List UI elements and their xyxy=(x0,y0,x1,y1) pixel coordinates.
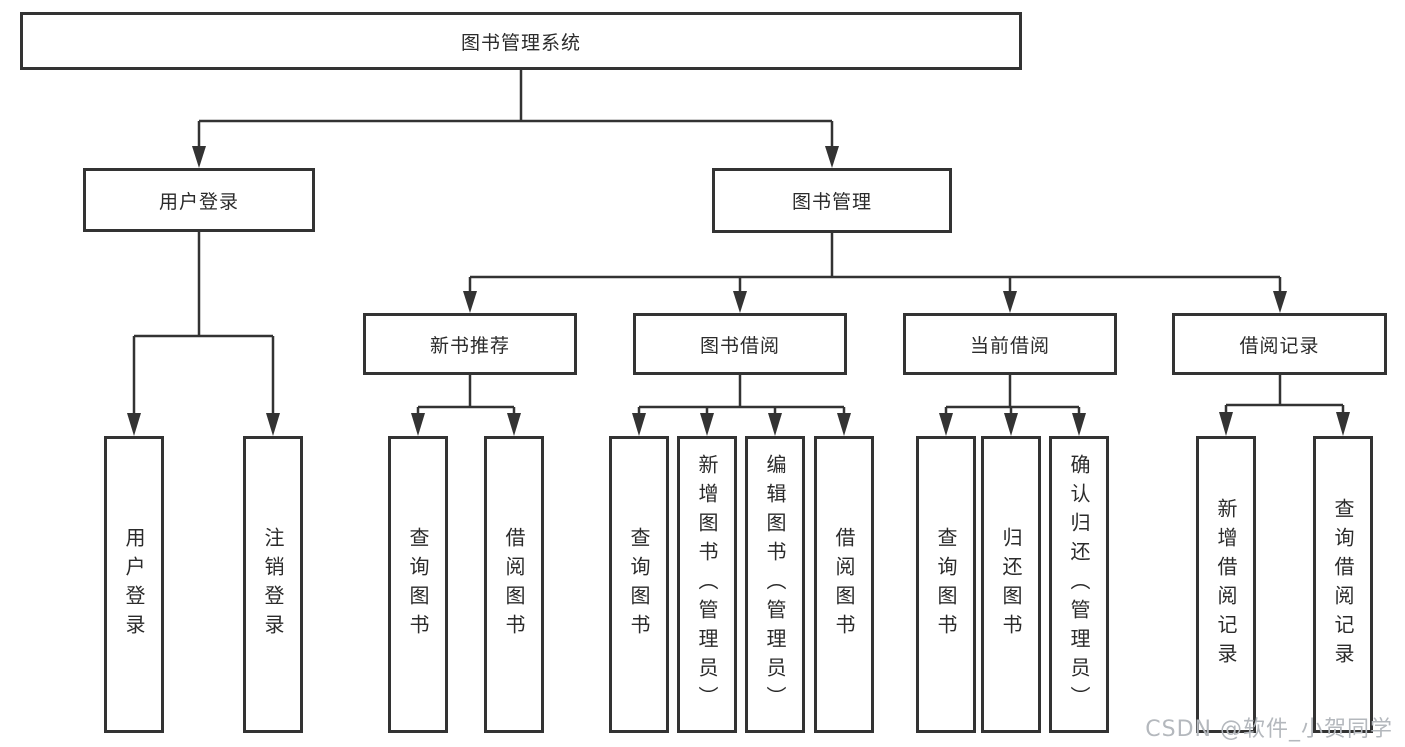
leaf-bb-query-books: 查询图书 xyxy=(609,436,669,733)
arrowhead xyxy=(127,413,141,436)
node-book-management: 图书管理 xyxy=(712,168,952,233)
arrowhead xyxy=(266,413,280,436)
leaf-bb-add-books-admin: 新增图书（管理员） xyxy=(677,436,737,733)
connector-new-book-to-leaves xyxy=(416,375,516,416)
node-book-borrowing: 图书借阅 xyxy=(633,313,847,375)
leaf-br-query-record: 查询借阅记录 xyxy=(1313,436,1373,733)
arrowhead xyxy=(825,146,839,168)
arrowhead xyxy=(1273,291,1287,313)
arrowhead xyxy=(837,413,851,436)
leaf-rec-query-books: 查询图书 xyxy=(388,436,448,733)
arrowhead xyxy=(632,413,646,436)
arrowhead xyxy=(411,413,425,436)
arrowhead xyxy=(700,413,714,436)
leaf-logout: 注销登录 xyxy=(243,436,303,733)
arrowhead xyxy=(1004,413,1018,436)
leaf-rec-borrow-books: 借阅图书 xyxy=(484,436,544,733)
arrowhead xyxy=(733,291,747,313)
arrowhead xyxy=(507,413,521,436)
arrowhead xyxy=(939,413,953,436)
csdn-watermark: CSDN @软件_小贺同学 xyxy=(1145,717,1393,742)
connector-book-borrow-to-leaves xyxy=(637,375,846,416)
connector-current-borrow-to-leaves xyxy=(944,375,1081,416)
leaf-cb-return-books: 归还图书 xyxy=(981,436,1041,733)
node-new-book-recommend: 新书推荐 xyxy=(363,313,577,375)
leaf-br-add-record: 新增借阅记录 xyxy=(1196,436,1256,733)
connector-book-mgmt-to-level3 xyxy=(468,233,1282,293)
arrowhead xyxy=(192,146,206,168)
connector-borrow-record-to-leaves xyxy=(1224,375,1345,414)
connector-user-login-to-leaves xyxy=(132,232,275,416)
arrowhead xyxy=(1072,413,1086,436)
connector-root-to-level2 xyxy=(197,70,834,148)
arrowhead xyxy=(1219,412,1233,436)
leaf-cb-confirm-return-admin: 确认归还（管理员） xyxy=(1049,436,1109,733)
leaf-user-login: 用户登录 xyxy=(104,436,164,733)
node-borrowing-records: 借阅记录 xyxy=(1172,313,1387,375)
leaf-bb-edit-books-admin: 编辑图书（管理员） xyxy=(745,436,805,733)
leaf-bb-borrow-books: 借阅图书 xyxy=(814,436,874,733)
arrowhead xyxy=(768,413,782,436)
node-user-login: 用户登录 xyxy=(83,168,315,232)
leaf-cb-query-books: 查询图书 xyxy=(916,436,976,733)
node-root-library-system: 图书管理系统 xyxy=(20,12,1022,70)
arrowhead xyxy=(463,291,477,313)
arrowhead xyxy=(1003,291,1017,313)
arrowhead xyxy=(1336,412,1350,436)
node-current-borrowing: 当前借阅 xyxy=(903,313,1117,375)
